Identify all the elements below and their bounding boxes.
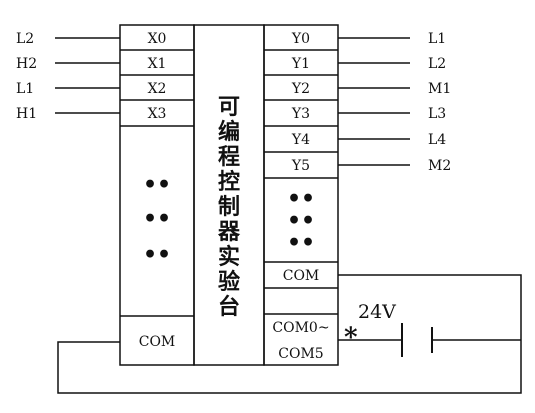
output-signal-label: L3 [428, 106, 446, 122]
controller-title-char: 编 [218, 119, 240, 145]
controller-title-char: 控 [218, 169, 240, 195]
output-port-label: Y3 [291, 106, 310, 122]
output-port-label: Y2 [291, 81, 310, 97]
output-signal-label: L1 [428, 31, 446, 47]
power-voltage-label: 24V [358, 301, 396, 323]
controller-title-char: 可 [218, 94, 240, 120]
controller-title-char: 制 [218, 194, 240, 220]
output-com-label: COM [283, 268, 320, 284]
controller-title-char: 器 [217, 219, 241, 245]
controller-title: 可 编 程 控 制 器 实 验 台 [217, 94, 241, 320]
input-signal-label: H1 [16, 106, 37, 122]
input-port-label: X1 [148, 56, 167, 72]
input-port-label: X2 [148, 81, 167, 97]
output-column-frame [263, 24, 339, 366]
power-marker: * [344, 323, 358, 353]
output-com-range-label: COM5 [278, 346, 323, 362]
controller-title-char: 台 [218, 294, 240, 320]
output-ellipsis: •• [287, 186, 315, 212]
output-signal-label: M2 [428, 158, 451, 174]
output-port-label: Y5 [291, 158, 310, 174]
controller-title-char: 实 [218, 244, 240, 270]
controller-title-char: 验 [218, 269, 240, 295]
output-ellipsis: •• [287, 230, 315, 256]
com-return-wire [57, 274, 522, 394]
output-port-label: Y0 [291, 31, 310, 47]
output-ellipsis: •• [287, 208, 315, 234]
input-ellipsis: •• [143, 206, 171, 232]
output-com-range-label: COM0~ [272, 320, 329, 336]
output-port-label: Y1 [291, 56, 310, 72]
output-port-label: Y4 [291, 132, 310, 148]
input-ellipsis: •• [143, 242, 171, 268]
input-com-label: COM [139, 334, 176, 350]
input-signal-label: H2 [16, 56, 37, 72]
output-signal-label: L2 [428, 56, 446, 72]
input-signal-label: L2 [16, 31, 34, 47]
battery-icon [401, 323, 433, 357]
output-signal-label: M1 [428, 81, 451, 97]
input-ellipsis: •• [143, 172, 171, 198]
input-port-label: X0 [148, 31, 167, 47]
controller-title-char: 程 [218, 144, 240, 170]
input-port-label: X3 [148, 106, 167, 122]
input-signal-label: L1 [16, 81, 34, 97]
output-signal-label: L4 [428, 132, 446, 148]
